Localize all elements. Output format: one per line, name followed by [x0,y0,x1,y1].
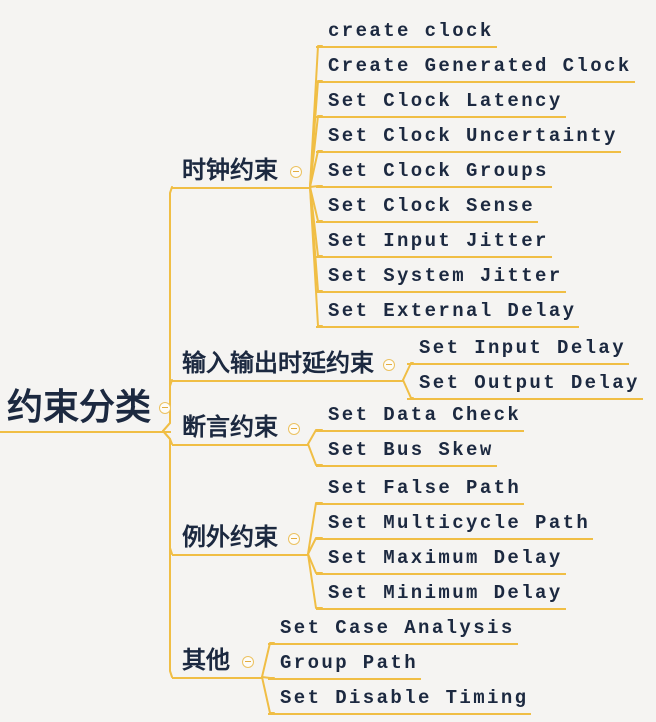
minus-dash [291,537,297,539]
leaf-node[interactable]: Set External Delay [316,301,580,328]
minus-dash [162,406,169,408]
minus-dash [245,660,251,662]
leaf-node[interactable]: Set Output Delay [407,373,643,400]
leaf-node[interactable]: Group Path [268,653,422,680]
leaf-node[interactable]: Set System Jitter [316,266,566,293]
leaf-node[interactable]: Set False Path [316,478,525,505]
minus-dash [293,170,299,172]
root-node-label: 约束分类 [7,387,152,427]
branch-label: 例外约束 [182,525,278,551]
leaf-node[interactable]: Set Clock Latency [316,91,566,118]
leaf-node[interactable]: Set Maximum Delay [316,548,566,575]
root-node-constraint-categories[interactable]: 约束分类 [0,386,172,433]
leaf-node[interactable]: Set Minimum Delay [316,583,566,610]
branch-node-clock-constraints[interactable]: 时钟约束 [172,158,310,189]
leaf-node[interactable]: Set Input Delay [407,338,630,365]
minus-dash [386,363,392,365]
branch-label: 时钟约束 [182,158,278,184]
collapse-minus-icon[interactable] [383,358,395,371]
branch-label: 输入输出时延约束 [182,351,374,377]
leaf-node[interactable]: Set Multicycle Path [316,513,594,540]
leaf-node[interactable]: create clock [316,21,497,48]
leaf-node[interactable]: Set Clock Sense [316,196,539,223]
branch-label: 断言约束 [182,415,278,441]
leaf-node[interactable]: Set Case Analysis [268,618,518,645]
collapse-minus-icon[interactable] [288,422,300,435]
branch-node-assertion-constraints[interactable]: 断言约束 [172,415,308,446]
collapse-minus-icon[interactable] [288,532,300,545]
leaf-node[interactable]: Set Input Jitter [316,231,552,258]
leaf-node[interactable]: Set Bus Skew [316,440,497,467]
leaf-node[interactable]: Set Clock Groups [316,161,552,188]
collapse-minus-icon[interactable] [242,655,254,668]
leaf-node[interactable]: Create Generated Clock [316,56,635,83]
leaf-node[interactable]: Set Data Check [316,405,525,432]
leaf-node[interactable]: Set Clock Uncertainty [316,126,621,153]
branch-label: 其他 [182,648,230,674]
branch-node-io-delay-constraints[interactable]: 输入输出时延约束 [172,351,403,382]
collapse-minus-icon[interactable] [290,165,302,178]
branch-node-exception-constraints[interactable]: 例外约束 [172,525,308,556]
branch-node-others[interactable]: 其他 [172,648,262,679]
collapse-minus-icon[interactable] [159,401,172,414]
minus-dash [291,427,297,429]
leaf-node[interactable]: Set Disable Timing [268,688,532,715]
